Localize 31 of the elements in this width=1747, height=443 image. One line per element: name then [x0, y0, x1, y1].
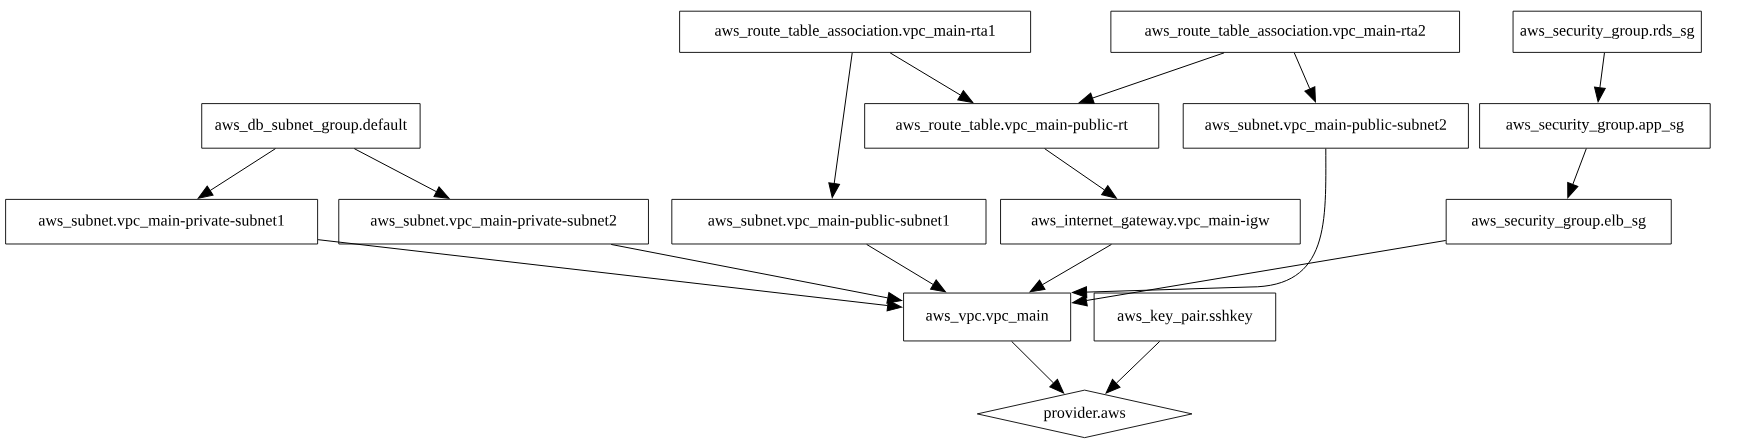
resource-box: aws_subnet.vpc_main-private-subnet2 — [338, 198, 649, 245]
resource-box: aws_db_subnet_group.default — [201, 103, 421, 149]
resource-box: aws_key_pair.sshkey — [1093, 292, 1277, 342]
arrow — [866, 243, 946, 293]
arrow — [1078, 52, 1225, 104]
arrow — [1044, 148, 1117, 199]
arrow — [1011, 340, 1065, 394]
arrow — [353, 148, 450, 199]
resource-box: aws_subnet.vpc_main-public-subnet1 — [671, 198, 987, 245]
arrow — [610, 243, 903, 304]
resource-box: aws_vpc.vpc_main — [903, 292, 1072, 342]
arrow — [889, 52, 974, 103]
resource-box: aws_security_group.rds_sg — [1512, 10, 1702, 53]
arrow — [1072, 240, 1447, 307]
resource-box: aws_security_group.app_sg — [1479, 103, 1711, 149]
arrow — [1072, 148, 1327, 298]
arrow — [197, 148, 276, 199]
resource-box: aws_security_group.elb_sg — [1445, 198, 1672, 245]
arrow — [1105, 340, 1161, 394]
arrow — [317, 239, 903, 312]
resource-box: aws_route_table.vpc_main-public-rt — [864, 103, 1160, 149]
resource-box: aws_internet_gateway.vpc_main-igw — [1000, 198, 1301, 245]
resource-box: aws_subnet.vpc_main-private-subnet1 — [5, 198, 319, 245]
arrow — [1293, 52, 1316, 103]
resource-box: aws_route_table_association.vpc_main-rta1 — [679, 10, 1032, 53]
arrow — [1029, 243, 1112, 293]
arrow — [828, 52, 853, 199]
resource-box: aws_subnet.vpc_main-public-subnet2 — [1182, 103, 1469, 149]
arrow — [1594, 52, 1606, 103]
resource-box: aws_route_table_association.vpc_main-rta2 — [1110, 10, 1460, 53]
arrow — [1567, 148, 1587, 199]
